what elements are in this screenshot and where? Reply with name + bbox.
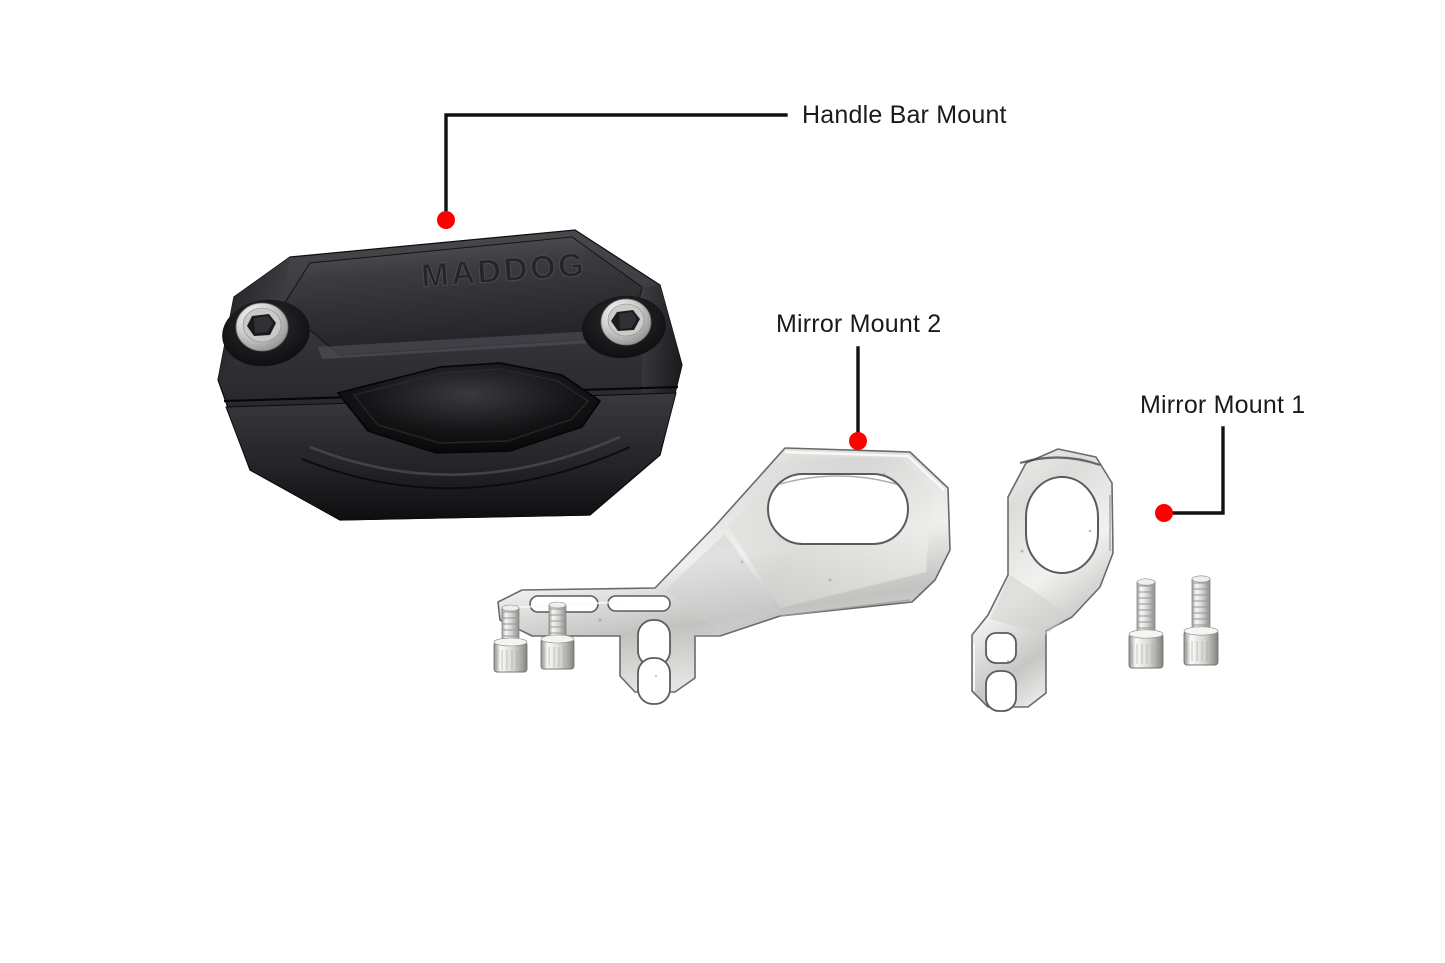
mirror-mount-1-oval-hole [1025, 476, 1099, 574]
left-hex-screw[interactable] [235, 302, 289, 352]
callout-label-handle-bar-mount: Handle Bar Mount [802, 101, 1007, 129]
screw-a[interactable] [493, 604, 528, 673]
mirror-mount-2-web-facet [665, 534, 780, 632]
clamp-top-ridge [318, 329, 628, 359]
screw-c[interactable] [1128, 578, 1164, 669]
marker-dot-handle-bar-mount[interactable] [437, 211, 455, 229]
leader-line-mirror-mount-1 [1162, 426, 1225, 515]
marker-dot-mirror-mount-1[interactable] [1155, 504, 1173, 522]
screw-d[interactable] [1183, 575, 1219, 666]
mirror-mount-1-tab-slot-upper [985, 632, 1017, 664]
clamp-lower-rim-shadow [301, 446, 631, 490]
handlebar-bore [336, 362, 602, 454]
marker-dot-mirror-mount-2[interactable] [849, 432, 867, 450]
right-hex-screw[interactable] [600, 298, 652, 346]
mirror-mount-2-tab-slot-lower [637, 657, 671, 705]
mirror-mount-1-top-edge-shadow [1019, 456, 1101, 467]
mirror-mount-1-screw-pair[interactable] [1120, 570, 1230, 690]
mirror-mount-1-web-facet [990, 575, 1070, 635]
mirror-mount-2-oval-hole [767, 473, 909, 545]
mirror-mount-2-screw-pair[interactable] [488, 600, 588, 692]
handle-bar-mount-part[interactable]: MADDOG [190, 215, 710, 545]
handlebar-bore-inner-edge [352, 368, 590, 444]
mirror-mount-1-tab-slot-lower [985, 670, 1017, 712]
callout-label-mirror-mount-2: Mirror Mount 2 [776, 310, 942, 338]
leader-line-handle-bar-mount [444, 113, 788, 222]
callout-label-mirror-mount-1: Mirror Mount 1 [1140, 391, 1306, 419]
screw-b[interactable] [540, 601, 575, 670]
clamp-lower-rim-highlight [309, 435, 621, 476]
mirror-mount-2-part[interactable] [480, 430, 980, 730]
mirror-mount-1-part[interactable] [950, 435, 1160, 730]
mirror-mount-2-slot-long-right [607, 595, 671, 612]
